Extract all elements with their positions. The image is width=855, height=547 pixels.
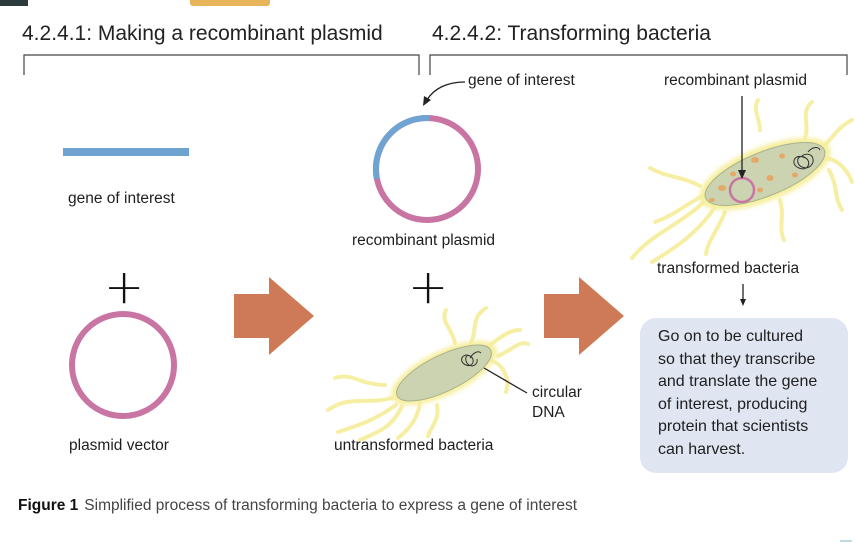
process-arrow-2 — [544, 277, 624, 355]
plasmid-vector-ring — [69, 311, 177, 419]
circular-dna-label: circular DNA — [532, 384, 582, 421]
untransformed-bacteria-label: untransformed bacteria — [334, 437, 494, 454]
gene-of-interest-callout-label: gene of interest — [468, 72, 575, 89]
orange-spots — [709, 153, 798, 202]
transformed-bacterium — [630, 98, 854, 264]
gene-of-interest-label: gene of interest — [68, 190, 175, 207]
figure-caption: Figure 1 Simplified process of transformi… — [18, 497, 577, 515]
step1-header: 4.2.4.1: Making a recombinant plasmid — [22, 22, 383, 45]
recombinant-plasmid-callout-label: recombinant plasmid — [664, 72, 808, 89]
circular-dna-callout-line — [483, 367, 528, 394]
gene-callout-arrow — [426, 81, 466, 101]
figure-label: Figure 1 — [18, 497, 79, 514]
process-arrow-1 — [234, 277, 314, 355]
plus-sign-left: + — [104, 259, 145, 315]
top-decor-strip-gold — [190, 0, 270, 6]
note-text: Go on to be cultured so that they transc… — [658, 328, 818, 458]
step2-bracket — [429, 54, 848, 75]
circular-dna-squiggle — [461, 351, 482, 367]
untransformed-bacterium — [326, 306, 530, 442]
bacterial-dna-squiggle — [793, 147, 821, 170]
note-box — [640, 318, 848, 473]
plasmid-vector-label: plasmid vector — [69, 437, 169, 454]
recombinant-plasmid-label: recombinant plasmid — [352, 232, 496, 249]
top-decor-strip-dark — [0, 0, 28, 6]
figure-caption-text: Simplified process of transforming bacte… — [84, 497, 578, 514]
transformed-down-arrow-head — [740, 299, 746, 306]
recombinant-plasmid-ring — [372, 115, 481, 223]
step2-header: 4.2.4.2: Transforming bacteria — [432, 22, 711, 45]
plus-sign-middle: + — [408, 259, 449, 315]
transformed-bacteria-label: transformed bacteria — [657, 260, 800, 277]
gene-callout-arrowhead — [423, 96, 431, 106]
recombinant-plasmid-pointer-arrowhead — [738, 170, 746, 179]
step1-bracket — [23, 54, 420, 75]
